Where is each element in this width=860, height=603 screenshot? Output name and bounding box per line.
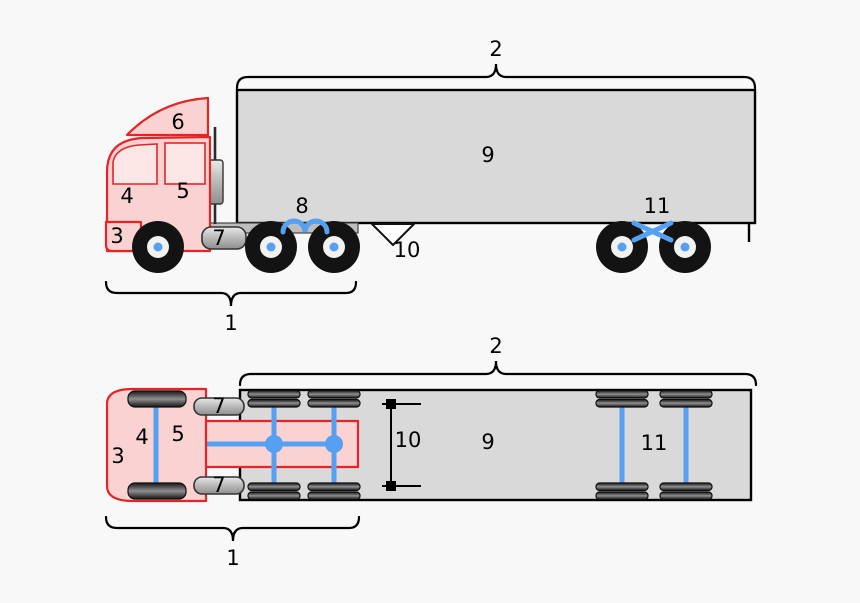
trailer-brace-side — [235, 63, 757, 90]
trailer-wheel-1 — [596, 221, 648, 273]
trailer-brace-top — [238, 360, 758, 387]
label-chassis-top: 3 — [111, 444, 124, 468]
landing-gear-side — [371, 223, 415, 246]
front-wheel — [132, 221, 184, 273]
landing-gear-dimension — [382, 399, 421, 491]
label-trailer-body-side: 9 — [481, 143, 494, 167]
trailer-body-side — [235, 88, 757, 225]
label-fuel-tank-side: 7 — [212, 226, 225, 250]
label-drive-axles: 8 — [295, 194, 308, 218]
label-air-deflector: 6 — [171, 110, 184, 134]
front-wheel-left — [127, 390, 187, 408]
trailer-axle-marks — [631, 220, 674, 243]
label-fuel-tank-right: 7 — [212, 473, 225, 497]
top-view: 2 9 11 3 4 5 7 7 10 1 — [104, 334, 758, 570]
drive-axle-marks — [280, 218, 330, 235]
side-window — [164, 142, 206, 185]
fuel-tank-side — [201, 226, 247, 250]
drive-dual-wheels — [247, 389, 361, 501]
label-fuel-tank-left: 7 — [212, 394, 225, 418]
fuel-tank-left-top — [193, 397, 245, 416]
label-semi-trailer-top: 2 — [489, 334, 502, 358]
front-wheel-right — [127, 482, 187, 500]
label-sleeper-side: 5 — [176, 179, 189, 203]
drive-wheel-1 — [245, 221, 297, 273]
tractor-brace-top — [104, 515, 361, 542]
label-trailer-axles-side: 11 — [644, 194, 671, 218]
drive-wheel-2 — [308, 221, 360, 273]
windshield — [112, 143, 158, 185]
label-trailer-axles-top: 11 — [641, 431, 668, 455]
label-landing-gear-top: 10 — [395, 428, 422, 452]
label-semi-trailer-side: 2 — [489, 37, 502, 61]
trailer-dual-wheels — [595, 389, 713, 501]
label-sleeper-top: 5 — [171, 422, 184, 446]
differential-2 — [325, 435, 343, 453]
label-landing-gear-side: 10 — [394, 238, 421, 262]
label-trailer-body-top: 9 — [481, 430, 494, 454]
fuel-tank-right-top — [193, 476, 245, 495]
side-view: 2 9 6 4 5 3 7 8 11 10 1 — [104, 37, 757, 335]
air-deflector — [125, 96, 210, 137]
label-tractor-unit-side: 1 — [224, 311, 237, 335]
trailer-wheel-2 — [659, 221, 711, 273]
label-cab-top: 4 — [135, 425, 148, 449]
tractor-brace-side — [104, 280, 358, 307]
label-tractor-unit-top: 1 — [226, 546, 239, 570]
differential-1 — [265, 435, 283, 453]
label-chassis-side: 3 — [110, 224, 123, 248]
label-cab-side: 4 — [120, 184, 133, 208]
